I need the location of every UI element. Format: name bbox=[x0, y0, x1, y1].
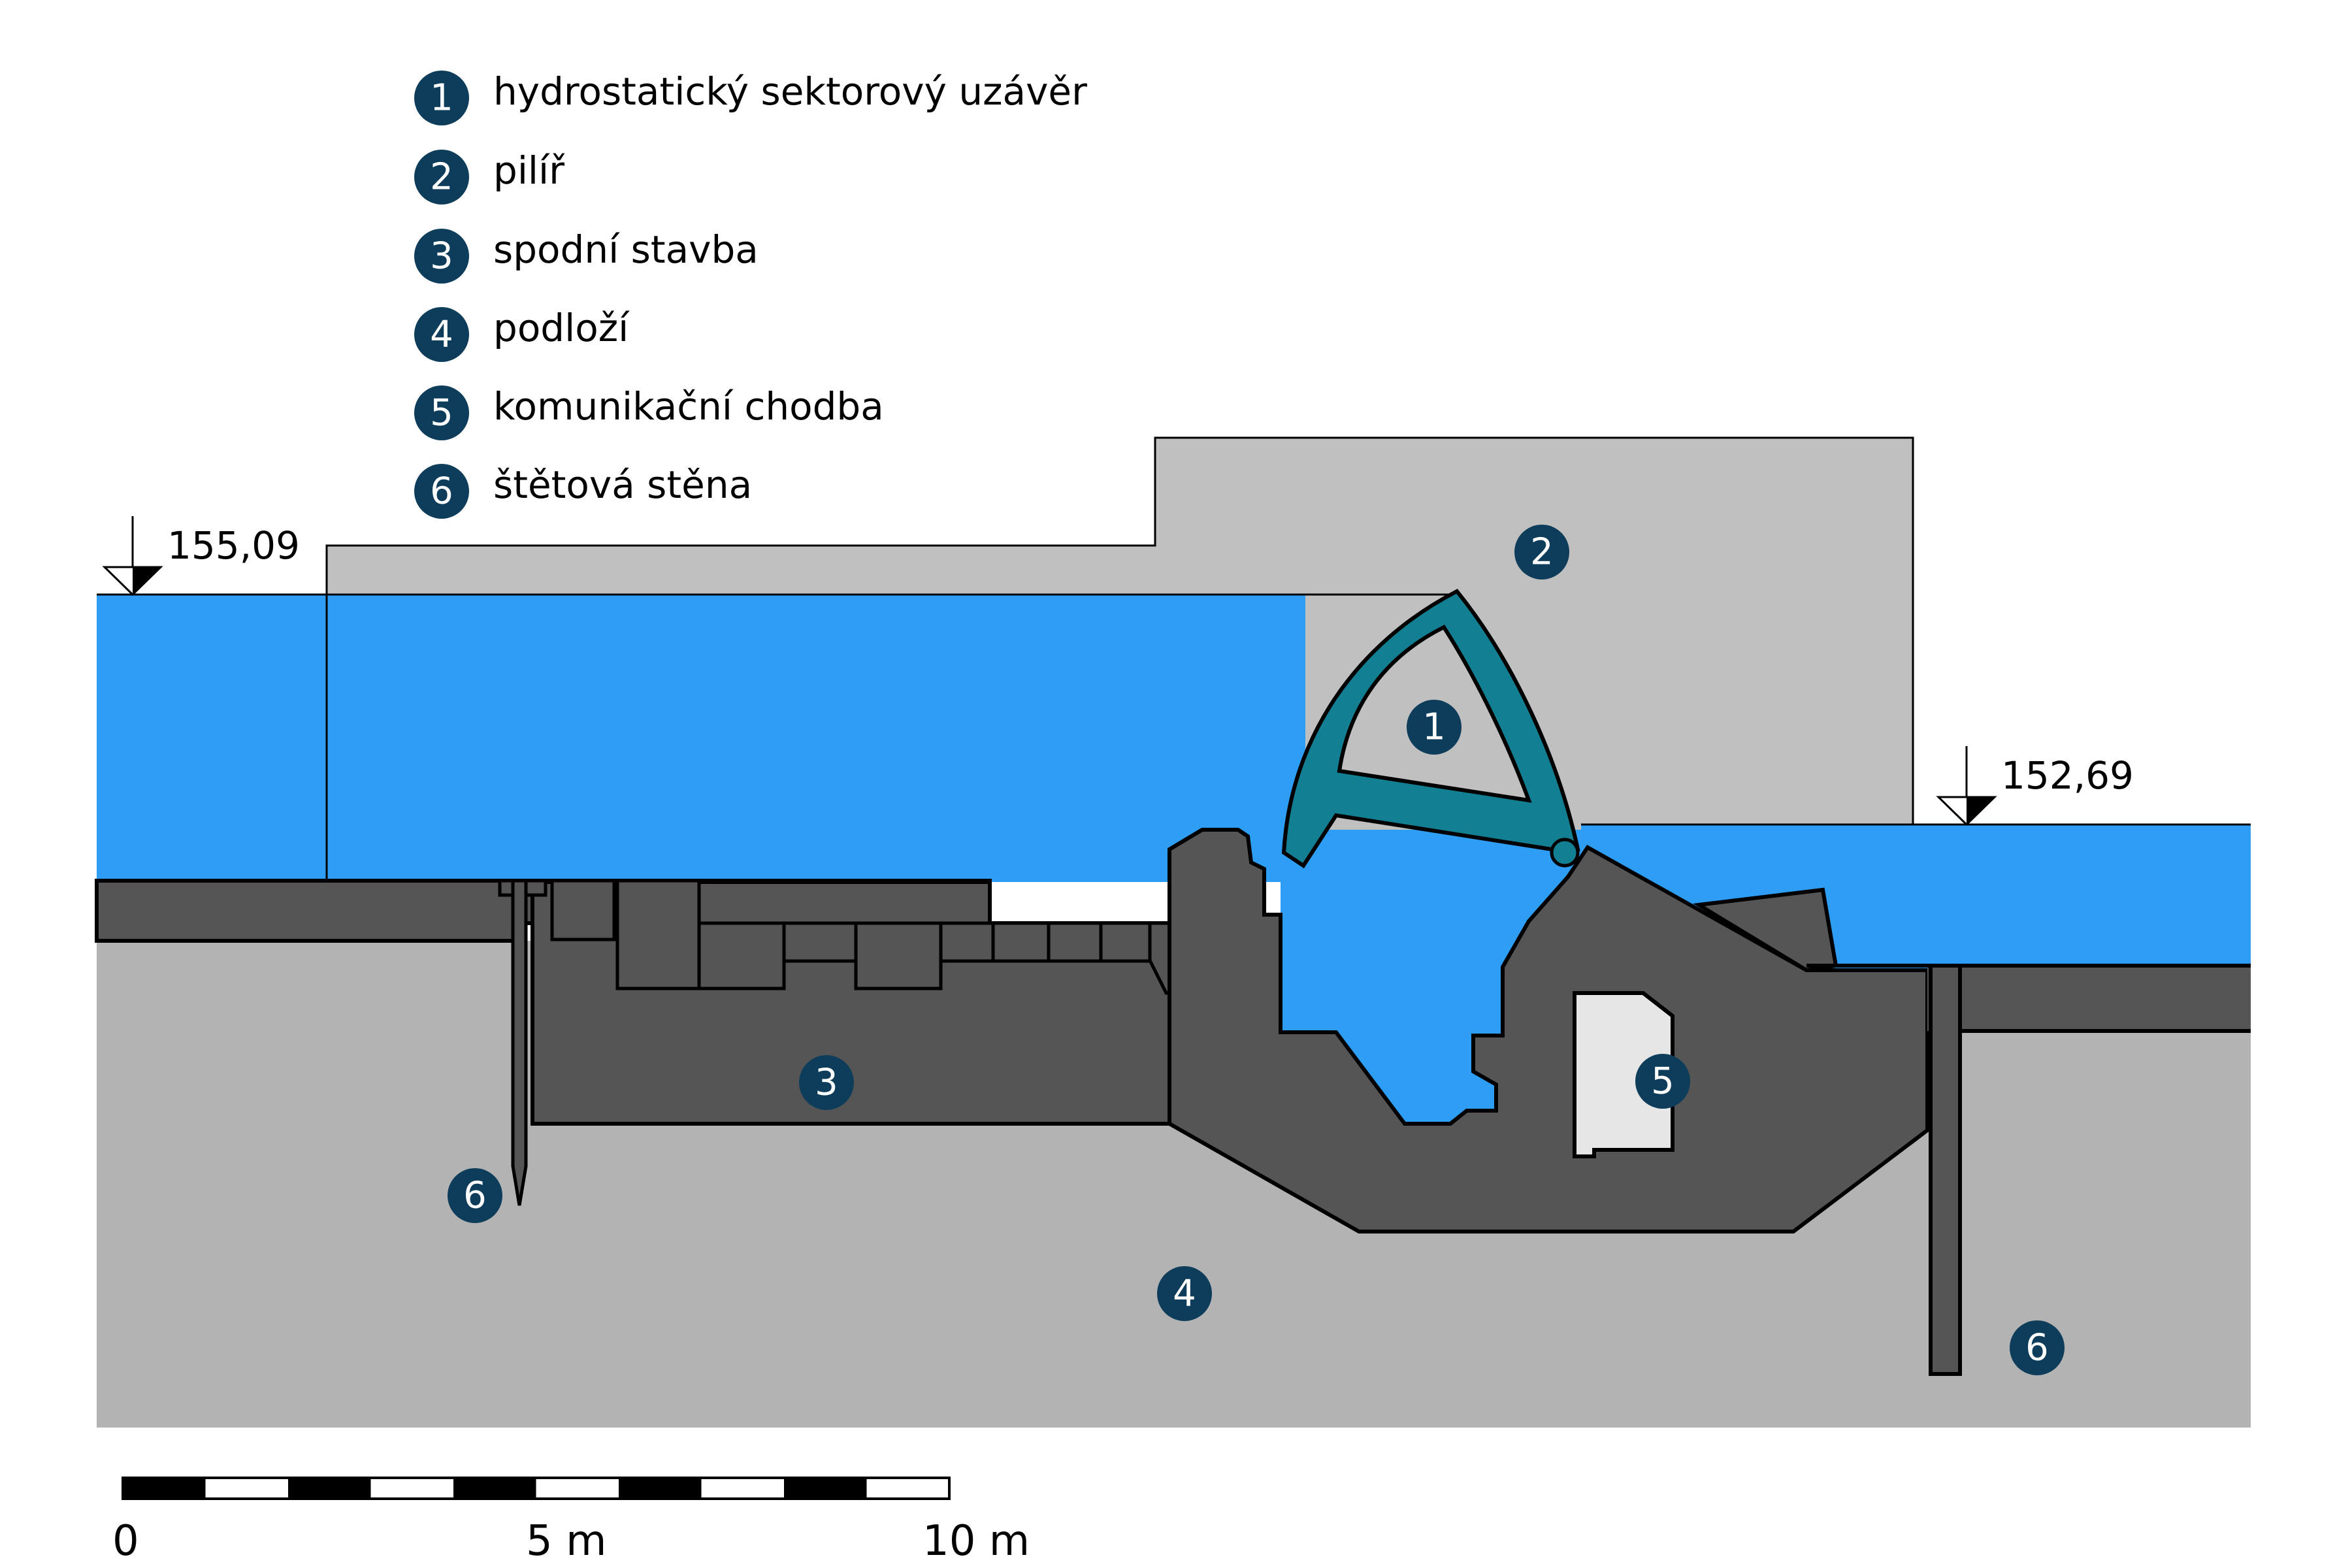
scale-label-zero: 0 bbox=[112, 1517, 139, 1565]
legend-number: 5 bbox=[430, 392, 453, 434]
legend-item: 5 komunikační chodba bbox=[414, 384, 884, 440]
svg-text:3: 3 bbox=[815, 1062, 838, 1104]
substructure-blocks bbox=[498, 879, 1181, 995]
downstream-level-text: 152,69 bbox=[2001, 753, 2134, 798]
legend-number: 6 bbox=[430, 470, 453, 513]
svg-text:4: 4 bbox=[1173, 1273, 1196, 1315]
legend-label: štětová stěna bbox=[493, 463, 752, 507]
marker-sheet-pile-right: 6 bbox=[2010, 1320, 2065, 1375]
sector-gate bbox=[1281, 589, 1580, 869]
svg-text:5: 5 bbox=[1651, 1060, 1674, 1103]
scale-label-end: 10 m bbox=[923, 1517, 1030, 1565]
legend-item: 3 spodní stavba bbox=[414, 227, 759, 284]
sector-gate-body bbox=[1281, 589, 1580, 869]
marker-subsoil: 4 bbox=[1157, 1266, 1212, 1321]
upstream-water bbox=[97, 595, 1305, 882]
svg-text:2: 2 bbox=[1530, 531, 1554, 574]
legend-number: 3 bbox=[430, 235, 453, 278]
legend-label: spodní stavba bbox=[493, 227, 759, 272]
legend-label: podloží bbox=[493, 306, 630, 350]
svg-text:1: 1 bbox=[1422, 706, 1446, 749]
legend: 1 hydrostatický sektorový uzávěr 2 pilíř… bbox=[414, 69, 1087, 519]
downstream-apron bbox=[1927, 966, 2251, 1031]
marker-sheet-pile-left: 6 bbox=[448, 1168, 502, 1223]
legend-item: 2 pilíř bbox=[414, 148, 565, 204]
marker-corridor: 5 bbox=[1635, 1054, 1690, 1109]
legend-number: 2 bbox=[430, 156, 453, 199]
upstream-level-text: 155,09 bbox=[167, 523, 300, 568]
legend-label: hydrostatický sektorový uzávěr bbox=[493, 69, 1087, 114]
legend-item: 6 štětová stěna bbox=[414, 463, 752, 519]
marker-gate: 1 bbox=[1407, 700, 1462, 755]
legend-item: 4 podloží bbox=[414, 306, 630, 362]
svg-text:6: 6 bbox=[2025, 1327, 2049, 1369]
sheet-pile-upstream bbox=[511, 879, 528, 1206]
komunikacni-chodba bbox=[1573, 991, 1674, 1158]
scale-bar: 0 5 m 10 m bbox=[112, 1477, 1030, 1565]
sector-gate-hinge bbox=[1550, 838, 1580, 868]
legend-label: komunikační chodba bbox=[493, 384, 884, 429]
diagram-markers: 1 2 3 4 5 6 6 bbox=[448, 525, 2065, 1375]
svg-text:6: 6 bbox=[463, 1175, 487, 1217]
legend-number: 4 bbox=[430, 314, 453, 356]
scale-label-mid: 5 m bbox=[526, 1517, 606, 1565]
legend-number: 1 bbox=[430, 77, 453, 120]
downstream-level-mark: 152,69 bbox=[1936, 746, 2134, 826]
marker-substructure: 3 bbox=[799, 1055, 854, 1110]
marker-pier: 2 bbox=[1514, 525, 1569, 580]
legend-item: 1 hydrostatický sektorový uzávěr bbox=[414, 69, 1087, 125]
gate-chamber-water bbox=[1241, 830, 1607, 1130]
legend-label: pilíř bbox=[493, 148, 565, 193]
scale-bar-segments bbox=[123, 1478, 867, 1499]
upstream-level-mark: 155,09 bbox=[102, 516, 300, 596]
sheet-pile-downstream bbox=[1929, 964, 1962, 1376]
